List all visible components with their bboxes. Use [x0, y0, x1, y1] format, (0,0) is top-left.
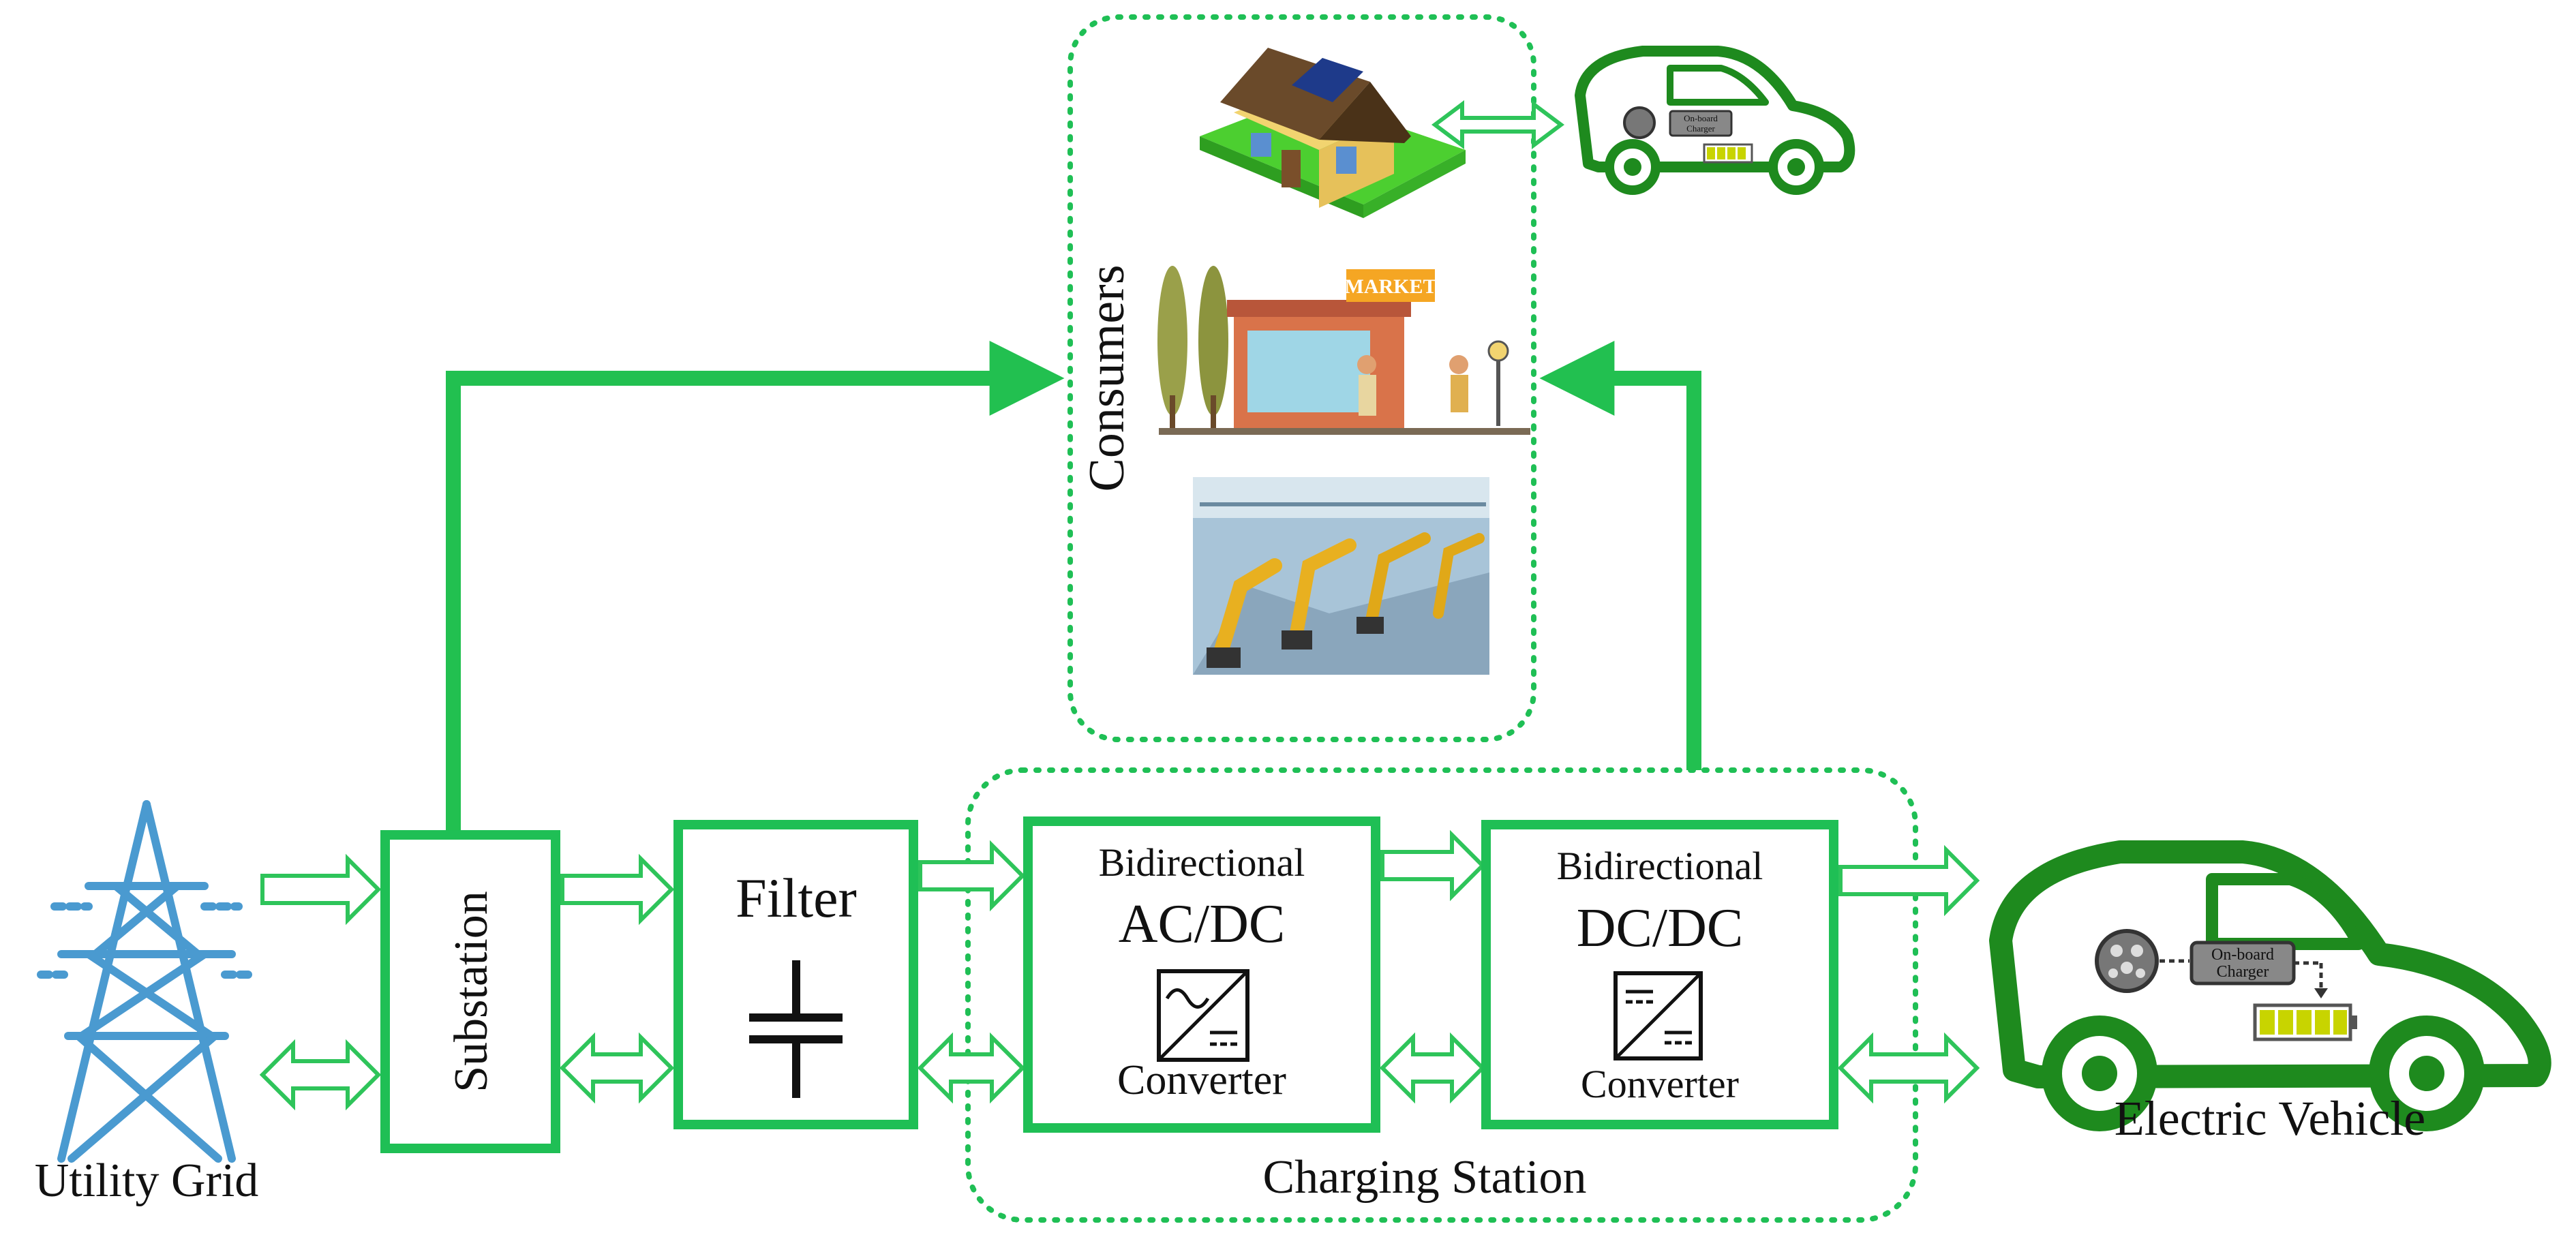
substation-block — [380, 830, 560, 1153]
substation-label: Substation — [445, 891, 498, 1093]
utility-grid-label: Utility Grid — [35, 1155, 259, 1207]
svg-text:MARKET: MARKET — [1345, 275, 1437, 298]
svg-text:Charger: Charger — [1686, 123, 1715, 134]
small-ev-icon: On-board Charger — [1575, 46, 1855, 195]
charging-station-region — [965, 767, 1918, 1223]
substation-to-filter-arrow — [560, 853, 675, 926]
market-icon: MARKET — [1157, 266, 1530, 435]
consumers-label: Consumers — [1079, 265, 1135, 492]
filter-to-acdc-arrow — [918, 840, 1026, 912]
svg-text:On-board: On-board — [2211, 946, 2274, 964]
acdc-converter-label: Converter — [1117, 1057, 1286, 1103]
dcdc-to-consumers-arrow — [1539, 341, 1701, 770]
substation-filter-bidirectional-arrow — [559, 1032, 675, 1104]
svg-text:Charger: Charger — [2217, 963, 2269, 981]
charging-station-label: Charging Station — [1262, 1151, 1586, 1204]
acdc-bidirectional-label: Bidirectional — [1099, 840, 1305, 885]
capacitor-symbol-icon — [749, 960, 843, 1098]
transmission-tower-icon — [37, 800, 256, 1163]
dcdc-ev-bidirectional-arrow — [1837, 1032, 1980, 1104]
filter-label: Filter — [736, 867, 857, 929]
substation-to-consumers-arrow — [446, 341, 1065, 835]
house-icon — [1200, 48, 1466, 218]
house-ev-bidirectional-arrow — [1431, 100, 1564, 149]
electric-vehicle-icon: On-board Charger — [1989, 840, 2551, 1131]
acdc-converter-block — [1023, 816, 1380, 1133]
filter-acdc-bidirectional-arrow — [917, 1032, 1026, 1104]
acdc-main-label: AC/DC — [1119, 894, 1286, 954]
electric-vehicle-label: Electric Vehicle — [2115, 1091, 2425, 1146]
dc-dc-converter-symbol-icon — [1613, 971, 1703, 1060]
acdc-dcdc-bidirectional-arrow — [1379, 1032, 1486, 1104]
svg-text:On-board: On-board — [1684, 113, 1718, 123]
dcdc-converter-label: Converter — [1581, 1062, 1739, 1106]
dcdc-main-label: DC/DC — [1577, 898, 1744, 958]
dcdc-bidirectional-label: Bidirectional — [1557, 844, 1763, 888]
grid-substation-bidirectional-arrow — [259, 1039, 382, 1111]
grid-to-substation-arrow — [260, 853, 382, 926]
dcdc-to-ev-arrow — [1838, 844, 1980, 917]
industry-robots-image — [1193, 477, 1489, 675]
acdc-to-dcdc-arrow — [1380, 829, 1486, 902]
ac-dc-converter-symbol-icon — [1157, 969, 1249, 1062]
